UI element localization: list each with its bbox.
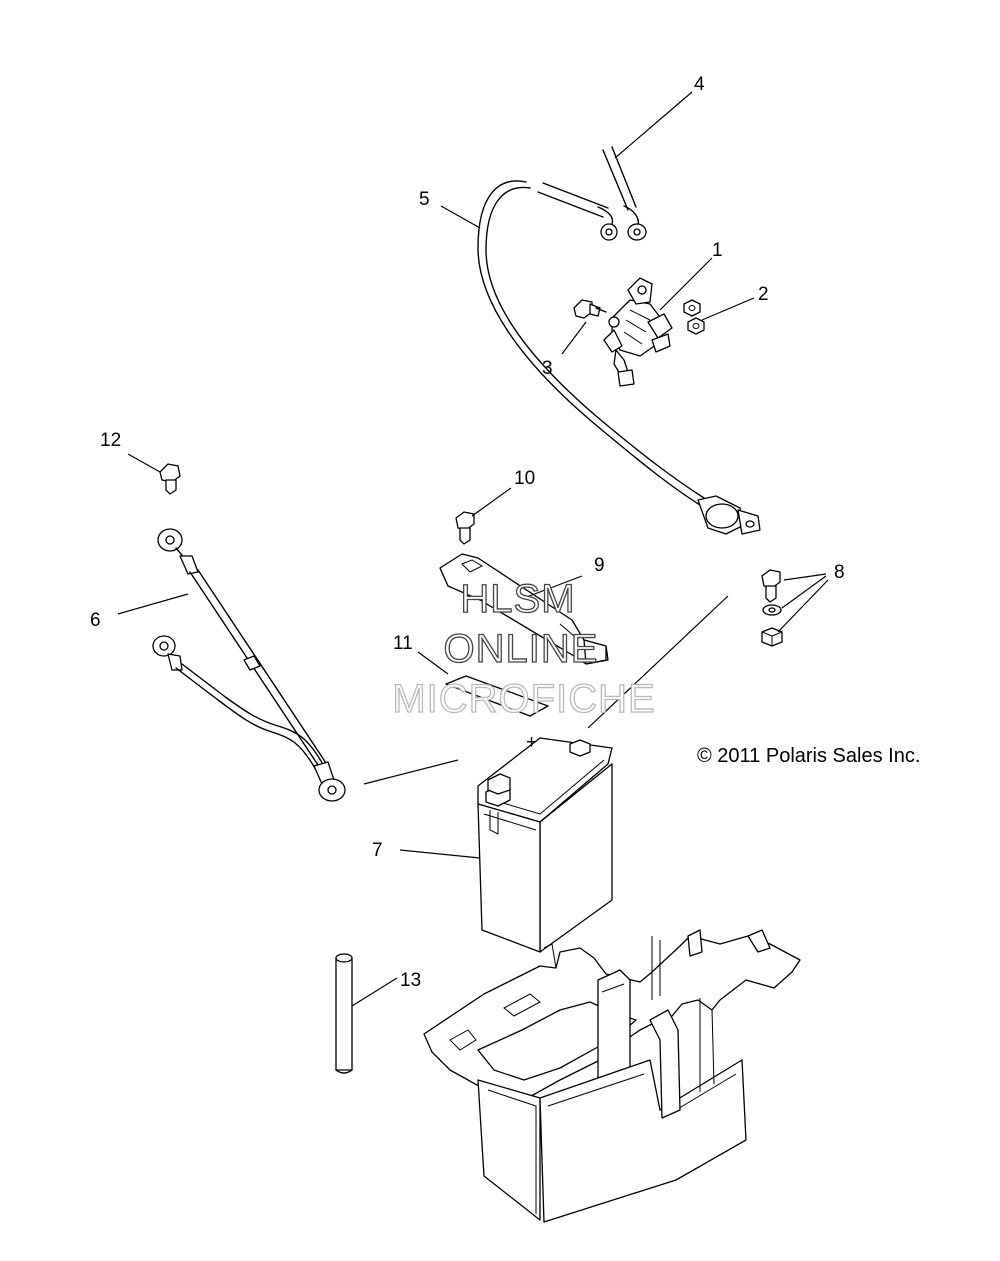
battery-box (423, 929, 801, 1223)
part-4-cables (537, 146, 647, 241)
part-6-cable (152, 528, 346, 802)
callout-4: 4 (694, 74, 705, 95)
callout-2: 2 (758, 284, 769, 305)
part-2-nuts (683, 299, 705, 335)
part-5-cable (477, 180, 761, 535)
part-11-pad (445, 675, 549, 717)
callout-9: 9 (594, 555, 605, 576)
part-7-battery: + (477, 732, 613, 953)
part-9-bracket (439, 553, 609, 665)
part-1-solenoid (603, 277, 673, 387)
part-8-hardware (761, 569, 783, 647)
copyright-notice: © 2011 Polaris Sales Inc. (697, 745, 920, 767)
part-3-bolt (573, 299, 607, 319)
callout-8: 8 (834, 562, 845, 583)
callout-3: 3 (542, 358, 553, 379)
callout-11: 11 (393, 633, 413, 654)
callout-10: 10 (514, 468, 535, 489)
part-12-screw (159, 463, 181, 495)
callout-6: 6 (90, 610, 101, 631)
leader-lines (117, 91, 829, 1007)
callout-12: 12 (100, 430, 121, 451)
watermark-line-1: HLSM (460, 577, 575, 621)
callout-5: 5 (419, 189, 430, 210)
callout-13: 13 (400, 970, 421, 991)
callout-7: 7 (372, 840, 383, 861)
battery-positive-mark: + (526, 732, 537, 753)
part-13-tube (335, 953, 353, 1074)
watermark: HLSM ONLINE MICROFICHE (392, 576, 656, 721)
watermark-line-3: MICROFICHE (392, 677, 655, 721)
callout-labels: 4 5 1 2 3 12 10 9 8 6 11 7 13 (90, 74, 845, 991)
callout-1: 1 (712, 240, 723, 261)
watermark-line-2: ONLINE (444, 627, 599, 671)
part-10-screw (455, 511, 475, 545)
